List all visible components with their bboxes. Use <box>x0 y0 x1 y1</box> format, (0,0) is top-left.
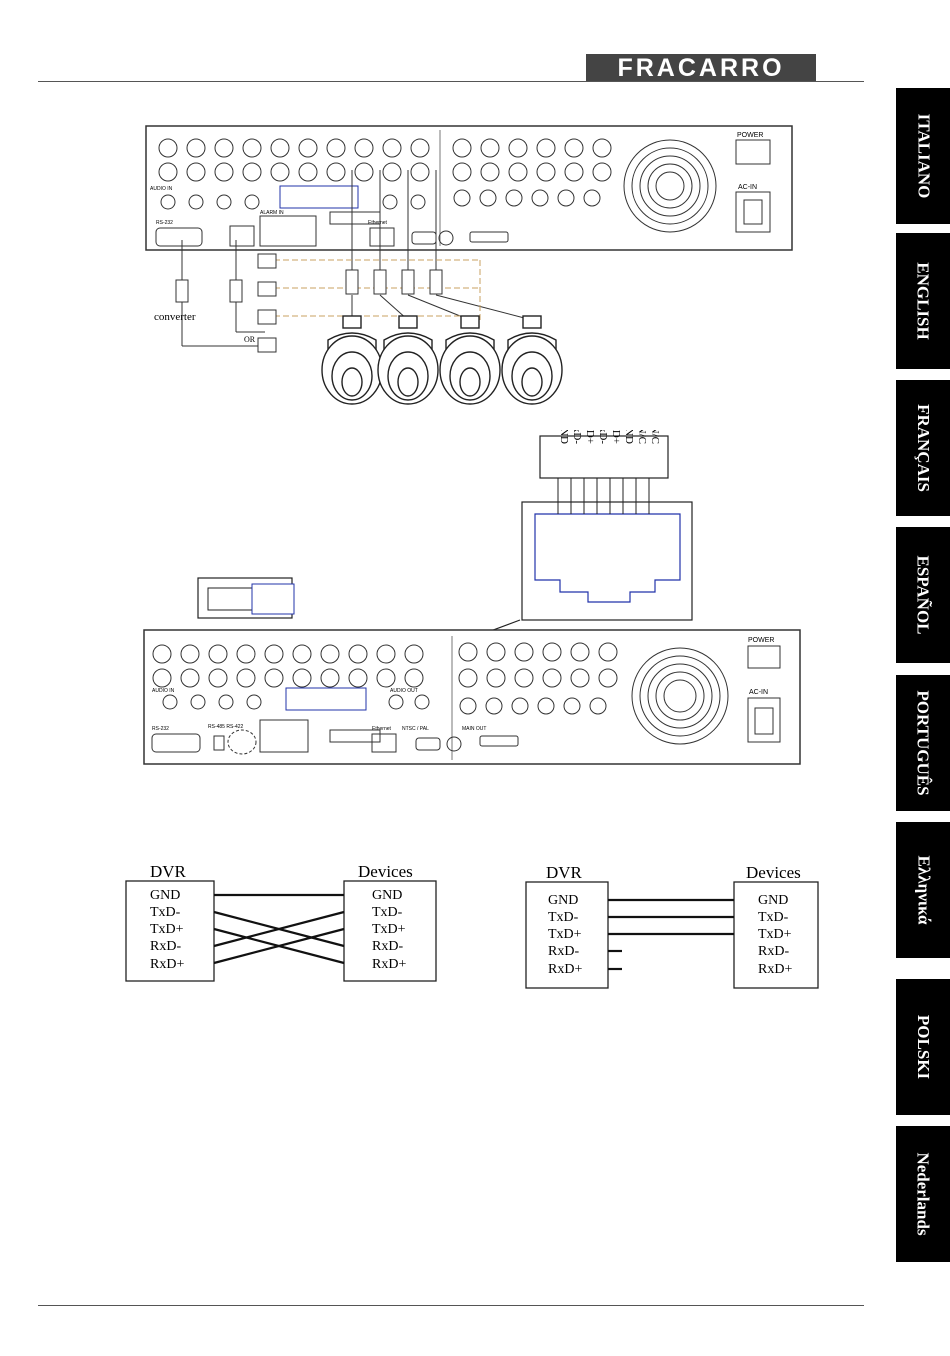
tab-italiano[interactable]: ITALIANO <box>896 88 950 224</box>
speed-dome-camera-2 <box>377 315 439 405</box>
svg-text:RxD+: RxD+ <box>758 962 792 977</box>
svg-text:AUDIO IN: AUDIO IN <box>152 688 175 694</box>
figure-dvr-cameras: POWER AC-IN AUDIO IN RS-232 ALARM IN Eth… <box>145 125 793 405</box>
svg-text:TxD+: TxD+ <box>584 430 596 444</box>
svg-text:Ethernet: Ethernet <box>372 726 392 732</box>
svg-text:TxD+: TxD+ <box>372 922 406 937</box>
devices-title: Devices <box>358 862 413 881</box>
speed-dome-camera-3 <box>439 315 501 405</box>
svg-text:RxD-: RxD- <box>758 944 789 959</box>
svg-text:OR: OR <box>244 335 256 344</box>
svg-text:GND: GND <box>548 893 578 908</box>
tab-polski[interactable]: POLSKI <box>896 979 950 1115</box>
svg-text:RxD+: RxD+ <box>372 957 406 972</box>
svg-text:NTSC / PAL: NTSC / PAL <box>402 726 429 732</box>
svg-text:GND: GND <box>150 888 180 903</box>
svg-text:TxD+: TxD+ <box>548 927 582 942</box>
svg-text:RxD+: RxD+ <box>610 430 622 444</box>
tab-greek[interactable]: Ελληνικά <box>896 822 950 958</box>
dvr-pin-box <box>125 880 215 982</box>
svg-text:Ethernet: Ethernet <box>368 220 388 226</box>
speed-dome-camera-4 <box>501 315 563 405</box>
svg-text:AC-IN: AC-IN <box>749 689 768 696</box>
svg-text:MAIN OUT: MAIN OUT <box>462 726 486 732</box>
svg-text:RxD-: RxD- <box>548 944 579 959</box>
tab-nederlands[interactable]: Nederlands <box>896 1126 950 1262</box>
svg-text:RxD-: RxD- <box>372 939 403 954</box>
svg-text:GND: GND <box>372 888 402 903</box>
svg-text:N/C: N/C <box>649 430 661 444</box>
svg-text:RxD+: RxD+ <box>548 962 582 977</box>
svg-text:TxD+: TxD+ <box>150 922 184 937</box>
svg-text:TxD-: TxD- <box>372 905 403 920</box>
dvr-title: DVR <box>150 862 187 881</box>
svg-text:RS-232: RS-232 <box>156 220 173 226</box>
speed-dome-camera-1 <box>321 315 383 405</box>
svg-text:TxD-: TxD- <box>571 430 583 444</box>
audio-connectors <box>160 189 601 210</box>
svg-text:GND: GND <box>558 430 570 444</box>
svg-text:RS-232: RS-232 <box>152 726 169 732</box>
figure-rj45-pinout: GND TxD- TxD+ RxD- RxD+ GND N/C N/C <box>143 430 801 765</box>
dvr-title: DVR <box>546 863 583 882</box>
svg-text:TxD-: TxD- <box>758 910 789 925</box>
svg-text:GND: GND <box>758 893 788 908</box>
pin-label-box <box>539 435 669 479</box>
wiring-diagram-cross: DVR Devices GND TxD- TxD+ RxD- RxD+ GND … <box>125 862 437 982</box>
bnc-row-bottom <box>158 162 612 182</box>
svg-text:AUDIO OUT: AUDIO OUT <box>390 688 418 694</box>
fracarro-logo: FRACARRO <box>586 54 816 82</box>
tab-english[interactable]: ENGLISH <box>896 233 950 369</box>
svg-text:TxD+: TxD+ <box>758 927 792 942</box>
svg-text:ALARM IN: ALARM IN <box>260 210 284 216</box>
svg-text:RxD+: RxD+ <box>150 957 184 972</box>
svg-text:converter: converter <box>154 311 196 323</box>
svg-text:RS-485 RS-422: RS-485 RS-422 <box>208 724 244 730</box>
devices-title: Devices <box>746 863 801 882</box>
footer-rule <box>38 1305 864 1306</box>
svg-text:POWER: POWER <box>748 637 774 644</box>
bnc-row-top <box>158 138 612 158</box>
speed-dome-cameras <box>321 315 563 405</box>
svg-text:TxD-: TxD- <box>548 910 579 925</box>
svg-text:RxD-: RxD- <box>150 939 181 954</box>
header-rule <box>38 81 864 82</box>
devices-pin-box <box>343 880 437 982</box>
svg-text:TxD-: TxD- <box>150 905 181 920</box>
tab-portugues[interactable]: PORTUGUÊS <box>896 675 950 811</box>
svg-text:RxD-: RxD- <box>597 430 609 444</box>
svg-text:POWER: POWER <box>737 132 763 139</box>
svg-text:N/C: N/C <box>636 430 648 444</box>
svg-text:AUDIO IN: AUDIO IN <box>150 186 173 192</box>
rj45-connector <box>521 501 693 621</box>
tab-espanol[interactable]: ESPAÑOL <box>896 527 950 663</box>
svg-text:AC-IN: AC-IN <box>738 184 757 191</box>
svg-text:GND: GND <box>623 430 635 444</box>
rj45-pins <box>557 478 650 514</box>
tab-francais[interactable]: FRANÇAIS <box>896 380 950 516</box>
wiring-diagram-straight: DVR Devices GND TxD- TxD+ RxD- RxD+ GND … <box>525 863 819 989</box>
